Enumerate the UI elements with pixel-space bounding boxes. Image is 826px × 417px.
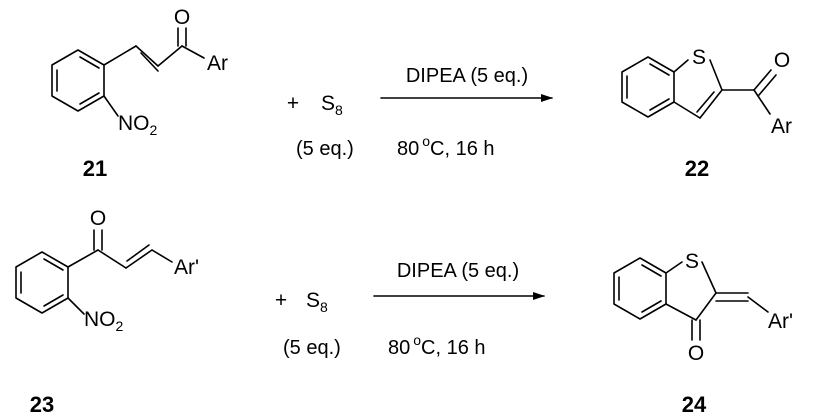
carbonyl-double-bond [753, 69, 772, 91]
single-bond [673, 101, 701, 119]
carbonyl-oxygen-label: O [774, 49, 790, 72]
single-bond [103, 45, 137, 66]
single-bond [747, 296, 769, 313]
reaction-1: O Ar NO2 21 + S8 (5 eq.) DIPEA (5 eq.) 8… [51, 6, 792, 181]
single-bond [67, 297, 85, 315]
aromatic-double-bond [43, 258, 64, 271]
carbonyl-oxygen-label: O [688, 342, 704, 365]
thiophene-double-bond [699, 89, 723, 119]
single-bond [665, 261, 683, 274]
reaction-2: O Ar' NO2 23 + S8 (5 eq.) DIPEA (5 eq.) … [15, 207, 793, 417]
single-bond [103, 95, 119, 117]
reagent-equivalents: (5 eq.) [296, 138, 354, 160]
compound-number-23: 23 [30, 392, 54, 417]
single-bond [67, 249, 99, 268]
plus-sign: + [275, 289, 287, 312]
plus-sign: + [287, 92, 299, 115]
single-bond [97, 249, 127, 269]
single-bond [181, 45, 205, 59]
aryl-label: Ar' [768, 310, 793, 333]
single-bond [673, 59, 689, 73]
carbonyl-oxygen-label: O [90, 207, 106, 230]
aromatic-double-bond [641, 264, 662, 277]
single-bond [709, 59, 723, 91]
aromatic-double-bond [649, 63, 670, 76]
alkene-double-bond [125, 249, 153, 269]
reagent-equivalents: (5 eq.) [283, 337, 341, 359]
compound-number-22: 22 [685, 156, 709, 181]
reactant-23-structure [15, 229, 173, 315]
aryl-label: Ar' [174, 256, 199, 279]
conditions-above-arrow: DIPEA (5 eq.) [406, 65, 528, 87]
sulfur-atom-label: S [692, 46, 706, 69]
compound-number-21: 21 [83, 156, 107, 181]
alkene-double-bond [140, 52, 159, 72]
carbonyl-oxygen-label: O [174, 6, 190, 29]
aryl-label: Ar [207, 52, 228, 75]
aromatic-double-bond [43, 294, 64, 307]
single-bond [753, 89, 771, 115]
benzene-ring [15, 251, 69, 314]
product-24-structure [613, 257, 769, 341]
nitro-label: NO2 [118, 112, 158, 138]
compound-number-24: 24 [682, 392, 707, 417]
aromatic-double-bond [641, 300, 662, 313]
alkene-double-bond [135, 45, 159, 67]
benzene-ring [51, 49, 105, 112]
single-bond [157, 45, 183, 67]
reactant-21-structure [51, 27, 205, 117]
nitro-label: NO2 [84, 308, 124, 334]
single-bond [151, 249, 173, 263]
benzene-ring [621, 56, 675, 118]
single-bond [695, 292, 717, 321]
aromatic-double-bond [79, 56, 100, 69]
benzene-ring [613, 257, 667, 320]
aromatic-double-bond [79, 92, 100, 105]
alkene-double-bond [126, 244, 150, 262]
aromatic-double-bond [649, 98, 670, 111]
thiophene-double-bond [696, 91, 715, 113]
sulfur-reagent-label: S8 [306, 289, 328, 315]
product-22-structure [621, 56, 777, 119]
single-bond [701, 261, 717, 294]
sulfur-reagent-label: S8 [321, 92, 343, 118]
sulfur-atom-label: S [685, 250, 699, 273]
single-bond [665, 303, 697, 321]
carbonyl-double-bond [758, 74, 777, 96]
aryl-label: Ar [771, 115, 792, 138]
conditions-above-arrow: DIPEA (5 eq.) [397, 260, 519, 282]
